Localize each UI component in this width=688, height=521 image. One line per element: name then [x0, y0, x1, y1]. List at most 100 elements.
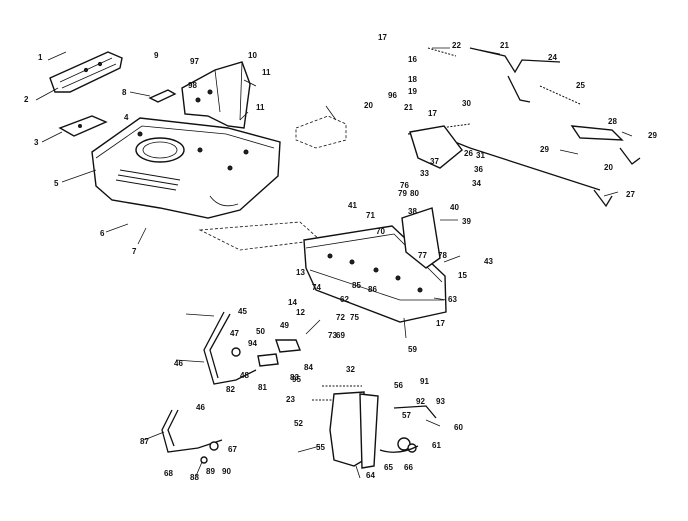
- callout-11b: 11: [256, 103, 265, 112]
- callout-48: 48: [240, 371, 249, 380]
- callout-5: 5: [54, 179, 59, 188]
- callout-46: 46: [174, 359, 183, 368]
- callout-18: 18: [408, 75, 417, 84]
- pivot-bracket: [181, 61, 251, 129]
- callout-30: 30: [462, 99, 471, 108]
- callout-82: 82: [226, 385, 235, 394]
- callout-97: 97: [190, 57, 199, 66]
- callout-45: 45: [238, 307, 247, 316]
- callout-76: 76: [400, 181, 409, 190]
- callout-94: 94: [248, 339, 257, 348]
- callout-12: 12: [296, 308, 305, 317]
- callout-85: 85: [352, 281, 361, 290]
- base-plate: [91, 117, 281, 219]
- callout-19: 19: [408, 87, 417, 96]
- callout-79: 79: [398, 189, 407, 198]
- center-frame: [303, 207, 447, 323]
- callout-87: 87: [140, 437, 149, 446]
- callout-24: 24: [548, 53, 557, 62]
- callout-21b: 21: [404, 103, 413, 112]
- callout-7: 7: [132, 247, 137, 256]
- callout-62: 62: [340, 295, 349, 304]
- callout-64: 64: [366, 471, 375, 480]
- callout-36: 36: [474, 165, 483, 174]
- callout-65: 65: [384, 463, 393, 472]
- callout-2: 2: [24, 95, 29, 104]
- callout-88: 88: [190, 473, 199, 482]
- callout-31: 31: [476, 151, 485, 160]
- upper-linkage: [407, 47, 641, 208]
- callout-46b: 46: [196, 403, 205, 412]
- callout-20b: 20: [604, 163, 613, 172]
- callout-47: 47: [230, 329, 239, 338]
- callout-26: 26: [464, 149, 473, 158]
- callout-20: 20: [364, 101, 373, 110]
- callout-89: 89: [206, 467, 215, 476]
- callout-59: 59: [408, 345, 417, 354]
- callout-38: 38: [408, 207, 417, 216]
- callout-39: 39: [462, 217, 471, 226]
- callout-75: 75: [350, 313, 359, 322]
- callout-21: 21: [500, 41, 509, 50]
- callout-40: 40: [450, 203, 459, 212]
- callout-23: 23: [286, 395, 295, 404]
- callout-72: 72: [336, 313, 345, 322]
- callout-90: 90: [222, 467, 231, 476]
- callout-33: 33: [420, 169, 429, 178]
- callout-22: 22: [452, 41, 461, 50]
- callout-73: 73: [328, 331, 337, 340]
- callout-29: 29: [648, 131, 657, 140]
- callout-27: 27: [626, 190, 635, 199]
- callout-86: 86: [368, 285, 377, 294]
- callout-15: 15: [458, 271, 467, 280]
- callout-66: 66: [404, 463, 413, 472]
- callout-52: 52: [294, 419, 303, 428]
- callout-84: 84: [304, 363, 313, 372]
- callout-17a: 17: [378, 33, 387, 42]
- callout-60: 60: [454, 423, 463, 432]
- callout-32: 32: [346, 365, 355, 374]
- callout-77: 77: [418, 251, 427, 260]
- callout-17c: 17: [436, 319, 445, 328]
- callout-78: 78: [438, 251, 447, 260]
- callout-91: 91: [420, 377, 429, 386]
- callout-68: 68: [164, 469, 173, 478]
- callout-71: 71: [366, 211, 375, 220]
- callout-17b: 17: [428, 109, 437, 118]
- callout-8: 8: [122, 88, 127, 97]
- deck-outline: [198, 221, 321, 251]
- callout-14: 14: [288, 298, 297, 307]
- hood-bracket-assembly: [49, 51, 177, 137]
- callout-96: 96: [388, 91, 397, 100]
- callout-6: 6: [100, 229, 105, 238]
- footrest-outline: [295, 115, 347, 149]
- callout-56: 56: [394, 381, 403, 390]
- callout-9: 9: [154, 51, 159, 60]
- callout-1: 1: [38, 53, 43, 62]
- callout-4: 4: [124, 113, 129, 122]
- callout-41: 41: [348, 201, 357, 210]
- callout-10: 10: [248, 51, 257, 60]
- lower-left-rods: [161, 311, 301, 464]
- callout-83: 83: [290, 373, 299, 382]
- leader-lines: [35, 47, 633, 479]
- callout-11: 11: [262, 68, 271, 77]
- callout-25: 25: [576, 81, 585, 90]
- callout-16: 16: [408, 55, 417, 64]
- callout-49: 49: [280, 321, 289, 330]
- callout-55: 55: [316, 443, 325, 452]
- callout-69: 69: [336, 331, 345, 340]
- callout-50: 50: [256, 327, 265, 336]
- callout-67: 67: [228, 445, 237, 454]
- callout-29b: 29: [540, 145, 549, 154]
- callout-13: 13: [296, 268, 305, 277]
- callout-93: 93: [436, 397, 445, 406]
- callout-92: 92: [416, 397, 425, 406]
- callout-43: 43: [484, 257, 493, 266]
- callout-80: 80: [410, 189, 419, 198]
- callout-34: 34: [472, 179, 481, 188]
- callout-61: 61: [432, 441, 441, 450]
- callout-74: 74: [312, 283, 321, 292]
